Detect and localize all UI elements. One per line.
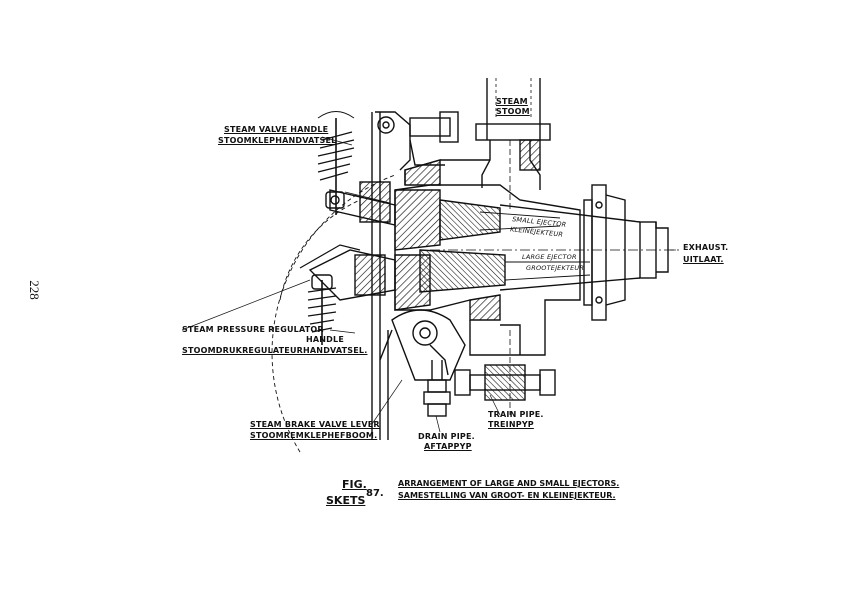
caption-number: 87.	[366, 488, 384, 499]
label-uitlaat: UITLAAT.	[683, 255, 724, 264]
caption-english: ARRANGEMENT OF LARGE AND SMALL EJECTORS.	[398, 479, 620, 488]
label-stoomremklephefboom: STOOMREMKLEPHEFBOOM.	[250, 431, 378, 440]
caption-skets: SKETS	[326, 494, 366, 507]
caption-afrikaans: SAMESTELLING VAN GROOT- EN KLEINEJEKTEUR…	[398, 491, 616, 500]
label-large-ejector: LARGE EJECTOR	[522, 253, 577, 261]
label-grootejekteur: GROOTEJEKTEUR	[526, 264, 585, 272]
label-exhaust: EXHAUST.	[683, 243, 729, 252]
label-handle: HANDLE	[306, 335, 344, 344]
label-drain-pipe: DRAIN PIPE.	[418, 432, 475, 441]
label-treinpyp: TREINPYP	[488, 420, 534, 429]
label-aftappyp: AFTAPPYP	[424, 442, 472, 451]
label-stoom: STOOM	[496, 107, 530, 116]
label-train-pipe: TRAIN PIPE.	[488, 410, 544, 419]
label-stoomklephandvatsel: STOOMKLEPHANDVATSEL	[218, 136, 337, 145]
caption-fig: FIG.	[342, 478, 367, 491]
label-steam-brake-valve-lever: STEAM BRAKE VALVE LEVER	[250, 420, 380, 429]
label-steam: STEAM	[496, 97, 528, 106]
label-stoomdrukregulateurhandvatsel: STOOMDRUKREGULATEURHANDVATSEL.	[182, 346, 368, 355]
label-steam-pressure-regulator: STEAM PRESSURE REGULATOR	[182, 325, 324, 334]
label-steam-valve-handle: STEAM VALVE HANDLE	[224, 125, 329, 134]
